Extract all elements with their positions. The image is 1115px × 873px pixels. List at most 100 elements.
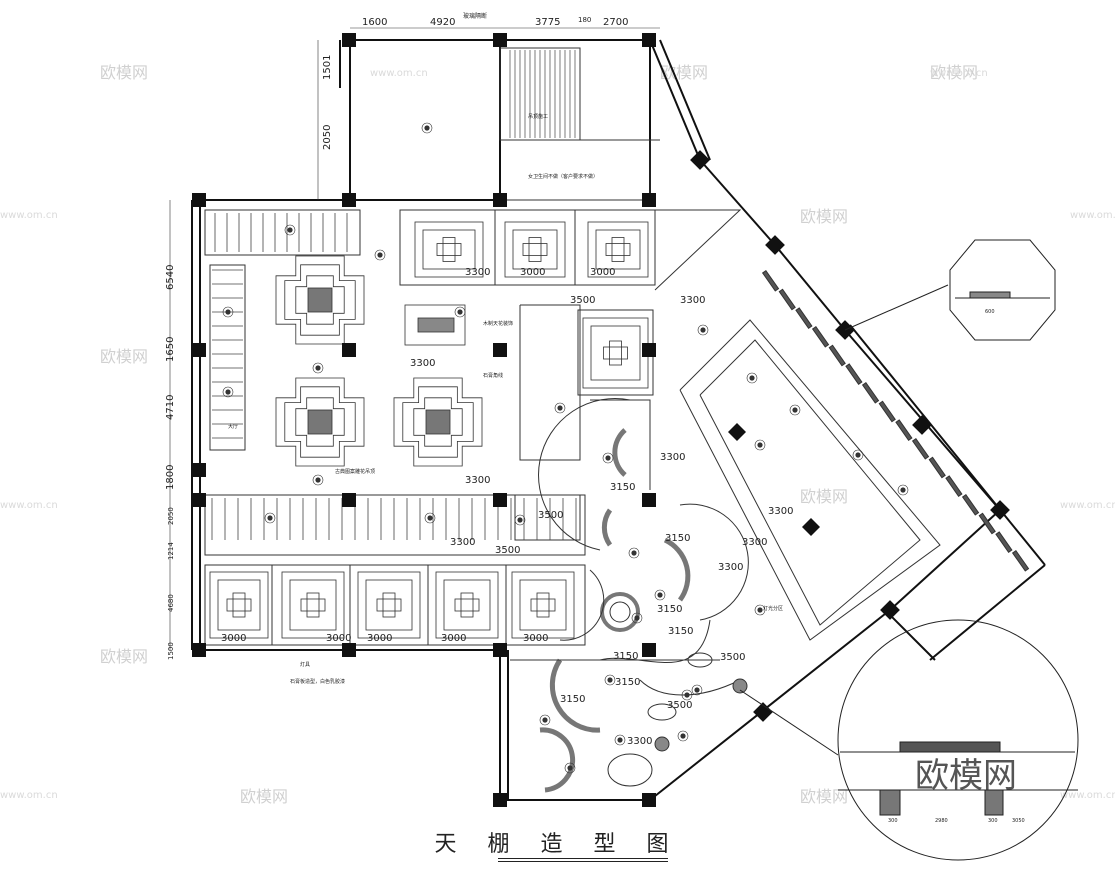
column (493, 493, 507, 507)
dim-left-1: 1501 (322, 55, 333, 80)
dim-top-1: 1600 (362, 17, 387, 28)
column (642, 33, 656, 47)
coffer-ceiling (281, 571, 345, 639)
column (642, 193, 656, 207)
light-dot (427, 515, 433, 521)
slat-bar (895, 419, 913, 442)
light-ring (514, 514, 526, 526)
watermark-brand: 欧模网 (100, 647, 148, 666)
coffer-cross-h (603, 346, 628, 360)
coffer-ceiling (511, 571, 575, 639)
ornament-ring (393, 377, 483, 467)
ceiling-height-label: 3000 (590, 267, 615, 278)
light-dot (634, 615, 640, 621)
watermark-site: www.om.cn (1060, 790, 1115, 801)
light-ring (602, 452, 614, 464)
column (642, 793, 656, 807)
ornament-ring (284, 386, 356, 458)
light-fixtures (222, 122, 909, 774)
light-dot (792, 407, 798, 413)
ceiling-height-label: 3000 (523, 633, 548, 644)
slat-bar (761, 269, 780, 292)
light-dot (631, 550, 637, 556)
feature-panel (404, 304, 466, 346)
column (342, 193, 356, 207)
light-dot (567, 765, 573, 771)
light-dot (424, 125, 430, 131)
light-ring (852, 449, 864, 461)
slat-ceiling-left (212, 213, 348, 439)
watermark-site: www.om.cn (0, 500, 58, 511)
inner-partitions (204, 47, 941, 646)
detail-callout-top (844, 239, 1056, 341)
light-dot (757, 607, 763, 613)
light-ring (539, 714, 551, 726)
coffer-cross-h (605, 243, 631, 256)
light-ring (312, 362, 324, 374)
coffer-cross-v (442, 237, 456, 262)
label-restroom-note: 女卫生间不做（客户要求不做） (528, 173, 598, 180)
coffer-ceiling (357, 571, 421, 639)
ornament-ring (275, 377, 365, 467)
ornament-center (307, 287, 333, 313)
coffer-ceiling (504, 221, 566, 278)
light-ring (222, 386, 234, 398)
column (493, 793, 507, 807)
coffer-cross-h (522, 243, 548, 256)
ceiling-height-label: 3150 (560, 694, 585, 705)
coffer-cross-v (382, 592, 396, 618)
label-zone1: 古典图案雕花吊顶 (335, 468, 375, 475)
coffer-outer (587, 221, 649, 278)
coffer-outer (209, 571, 269, 639)
coffer-ceiling (209, 571, 269, 639)
ceiling-height-label: 3500 (720, 652, 745, 663)
column (342, 643, 356, 657)
ceiling-height-label: 3500 (538, 510, 563, 521)
ceiling-height-label: 3300 (680, 295, 705, 306)
title-underline-thin (498, 861, 668, 862)
coffer-cross-h (226, 598, 252, 612)
coffer-outer (414, 221, 484, 278)
ceiling-height-label: 3150 (615, 677, 640, 688)
light-dot (749, 375, 755, 381)
light-ring (264, 512, 276, 524)
light-dot (315, 365, 321, 371)
column (192, 193, 206, 207)
column (493, 33, 507, 47)
column (493, 193, 507, 207)
ceiling-height-label: 3300 (718, 562, 743, 573)
dim-top-4: 180 (578, 16, 591, 24)
column (342, 33, 356, 47)
slat-bar (861, 381, 880, 404)
dim-left-6: 1800 (165, 465, 176, 490)
ceiling-height-label: 3500 (495, 545, 520, 556)
dim-left-8: 1214 (167, 542, 175, 560)
light-ring (614, 734, 626, 746)
stair-hatch (509, 50, 576, 138)
watermark-site: www.om.cn (930, 68, 988, 79)
detail-bottom-dim-3: 300 (988, 818, 998, 824)
slat-bar (1011, 549, 1030, 572)
dim-left-4: 1650 (165, 337, 176, 362)
light-dot (684, 692, 690, 698)
coffer-inner (590, 325, 641, 381)
column (642, 493, 656, 507)
title-underline (498, 858, 668, 859)
watermark-brand: 欧模网 (800, 207, 848, 226)
light-dot (377, 252, 383, 258)
coffer-cross-h (530, 598, 556, 612)
light-dot (617, 737, 623, 743)
light-dot (657, 592, 663, 598)
light-ring (284, 224, 296, 236)
detail-bottom-dim-4: 3050 (1012, 818, 1025, 824)
watermark-site: www.om.cn (370, 68, 428, 79)
column (342, 493, 356, 507)
column (753, 702, 773, 722)
coffer-cross-v (611, 237, 625, 262)
light-ring (691, 684, 703, 696)
coffer-cross-h (436, 243, 462, 256)
light-dot (287, 227, 293, 233)
light-dot (225, 389, 231, 395)
